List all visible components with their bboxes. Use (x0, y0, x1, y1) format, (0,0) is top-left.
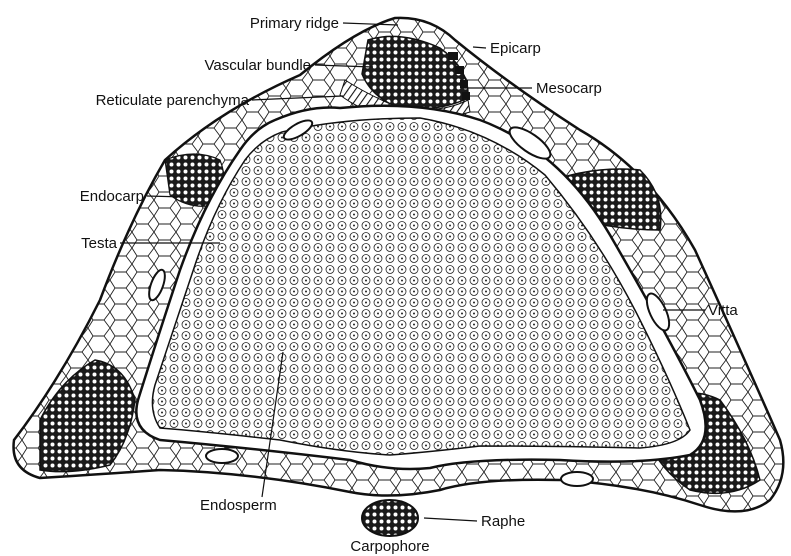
vitta (206, 449, 238, 463)
label-raphe: Raphe (481, 513, 525, 530)
label-reticulate-parenchyma: Reticulate parenchyma (96, 92, 250, 109)
label-mesocarp: Mesocarp (536, 80, 602, 97)
label-testa: Testa (81, 235, 118, 252)
label-vascular-bundle: Vascular bundle (205, 57, 311, 74)
label-vitta: Vitta (708, 302, 738, 319)
label-carpophore: Carpophore (350, 538, 429, 555)
label-endosperm: Endosperm (200, 497, 277, 514)
label-endocarp: Endocarp (80, 188, 144, 205)
vitta (561, 472, 593, 486)
label-primary-ridge: Primary ridge (250, 15, 339, 32)
label-epicarp: Epicarp (490, 40, 541, 57)
carpophore (362, 500, 418, 536)
